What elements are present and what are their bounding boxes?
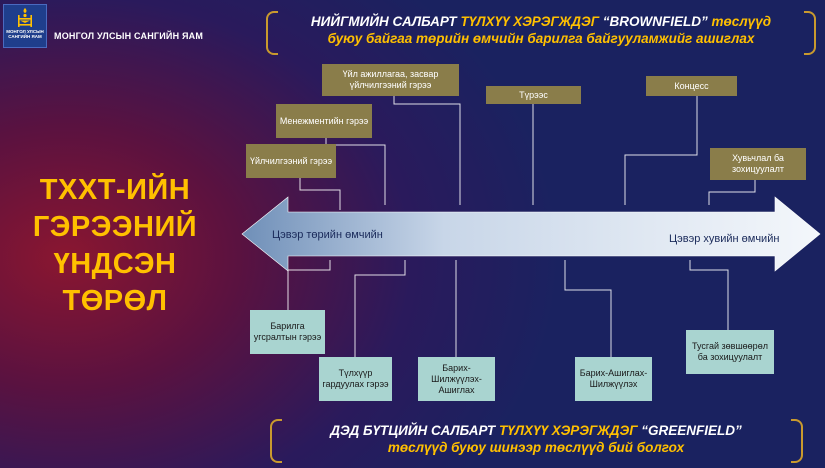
box-concession: Концесс [646,76,737,96]
bottom-banner: ДЭД БҮТЦИЙН САЛБАРТ ТҮЛХҮҮ ХЭРЭГЖДЭГ “GR… [280,422,792,456]
box-construction-contract: Барилга угсралтын гэрээ [250,310,325,354]
logo-text-2: САНГИЙН ЯАМ [8,34,42,39]
bottom-banner-text-a: ДЭД БҮТЦИЙН САЛБАРТ [330,423,499,438]
connector-turnkey [354,260,406,357]
box-lease: Түрээс [486,86,581,104]
box-privatization: Хувьчлал ба зохицуулалт [710,148,806,180]
bottom-banner-left-bracket [270,419,282,463]
bottom-banner-line2: төслүүд буюу шинээр төслүүд бий болгох [387,440,685,455]
top-banner-text-d: төслүүд [711,14,772,29]
box-bto: Барих-Шилжүүлэх-Ашиглах [418,357,495,401]
box-turnkey-contract: Түлхүүр гардуулах гэрээ [319,357,392,401]
box-management-contract: Менежментийн гэрээ [276,104,372,138]
title-line-1: ТХХТ-ИЙН [39,174,191,206]
top-banner-line2: буюу байгаа төрийн өмчийн барилга байгуу… [327,31,755,46]
top-banner-right-bracket [804,11,816,55]
top-banner-text-c: “BROWNFIELD” [602,14,712,29]
axis-left-label: Цэвэр төрийн өмчийн [272,229,383,241]
bottom-banner-line1: ДЭД БҮТЦИЙН САЛБАРТ ТҮЛХҮҮ ХЭРЭГЖДЭГ “GR… [280,422,792,439]
connector-om [393,96,461,205]
slide-title: ТХХТ-ИЙН ГЭРЭЭНИЙ ҮНДСЭН ТӨРӨЛ [10,172,220,320]
box-license-regulation: Тусгай зөвшөөрөл ба зохицуулалт [686,330,774,374]
connector-lines [287,96,756,357]
title-line-2: ГЭРЭЭНИЙ [32,211,198,243]
bottom-banner-text-b: ТҮЛХҮҮ ХЭРЭГЖДЭГ [498,423,642,438]
box-om-contract: Үйл ажиллагаа, засвар үйлчилгээний гэрээ [322,64,459,96]
title-line-4: ТӨРӨЛ [62,285,168,317]
connector-management [325,138,386,205]
ownership-arrow [241,196,821,272]
top-banner-left-bracket [266,11,278,55]
top-banner-line1: НИЙГМИЙН САЛБАРТ ТҮЛХҮҮ ХЭРЭГЖДЭГ “BROWN… [276,13,806,30]
bottom-banner-right-bracket [791,419,803,463]
ministry-logo: МОНГОЛ УЛСЫН САНГИЙН ЯАМ [3,4,47,48]
top-banner: НИЙГМИЙН САЛБАРТ ТҮЛХҮҮ ХЭРЭГЖДЭГ “BROWN… [276,13,806,47]
title-line-3: ҮНДСЭН [53,248,177,280]
connector-bot [564,260,612,357]
top-banner-text-a: НИЙГМИЙН САЛБАРТ [310,14,461,29]
soyombo-icon [18,8,32,27]
logo-text-1: МОНГОЛ УЛСЫН [6,29,44,34]
bottom-banner-text-c: “GREENFIELD” [641,423,742,438]
connector-privatization [708,180,756,205]
box-service-contract: Үйлчилгээний гэрээ [246,144,336,178]
connector-concession [624,96,698,205]
top-banner-text-b: ТҮЛХҮҮ ХЭРЭГЖДЭГ [460,14,603,29]
connector-license [689,260,729,330]
org-name: МОНГОЛ УЛСЫН САНГИЙН ЯАМ [54,31,204,41]
connector-construction [287,260,331,310]
axis-right-label: Цэвэр хувийн өмчийн [669,233,780,245]
connector-service [299,178,341,210]
box-bot: Барих-Ашиглах-Шилжүүлэх [575,357,652,401]
